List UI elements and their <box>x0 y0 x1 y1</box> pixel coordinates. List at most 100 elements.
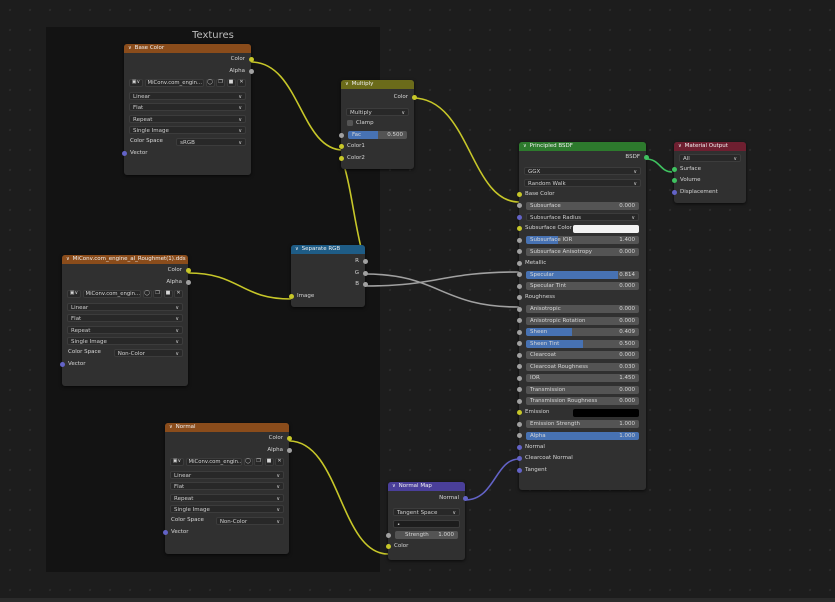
input-socket[interactable] <box>516 341 522 347</box>
extension-dropdown[interactable]: Repeat∨ <box>67 325 183 334</box>
collapse-chevron-icon[interactable]: ∨ <box>295 246 299 252</box>
interpolation-dropdown[interactable]: Linear∨ <box>67 302 183 311</box>
input-socket[interactable] <box>516 272 522 278</box>
input-socket[interactable] <box>671 189 677 195</box>
target-dropdown[interactable]: All∨ <box>679 153 741 162</box>
folder-icon[interactable]: ■ <box>264 457 274 466</box>
input-socket[interactable] <box>516 283 522 289</box>
input-socket[interactable] <box>671 178 677 184</box>
normal-texture-node[interactable]: ∨Normal Color Alpha ▣∨ MiConv.com_engin.… <box>162 423 292 554</box>
input-socket[interactable] <box>516 467 522 473</box>
input-socket[interactable] <box>162 529 168 535</box>
output-socket[interactable] <box>248 68 254 74</box>
input-socket[interactable] <box>516 191 522 197</box>
input-socket[interactable] <box>121 150 127 156</box>
normal-map-node[interactable]: ∨Normal Map Normal Tangent Space∨ • Stre… <box>385 482 468 560</box>
node-header[interactable]: ∨Normal <box>165 423 289 432</box>
projection-dropdown[interactable]: Flat∨ <box>129 103 246 111</box>
duplicate-icon[interactable]: ❐ <box>153 289 162 298</box>
output-socket[interactable] <box>286 447 292 453</box>
input-socket[interactable] <box>516 214 522 220</box>
subsurface-method-dropdown[interactable]: Random Walk∨ <box>524 178 641 187</box>
color-space-dropdown[interactable]: Non-Color∨ <box>113 348 183 357</box>
output-socket[interactable] <box>362 270 368 276</box>
fake-user-icon[interactable]: ◯ <box>142 289 152 298</box>
distribution-dropdown[interactable]: GGX∨ <box>524 167 641 175</box>
fake-user-icon[interactable]: ◯ <box>243 457 253 466</box>
input-socket[interactable] <box>338 155 344 161</box>
interpolation-dropdown[interactable]: Linear∨ <box>129 91 246 100</box>
subsurface-color-swatch[interactable] <box>573 224 639 233</box>
input-socket[interactable] <box>516 352 522 358</box>
collapse-chevron-icon[interactable]: ∨ <box>523 143 527 149</box>
collapse-chevron-icon[interactable]: ∨ <box>128 45 132 51</box>
close-icon[interactable]: ✕ <box>237 78 246 87</box>
separate-rgb-node[interactable]: ∨Separate RGB R G B Image <box>288 245 368 307</box>
collapse-chevron-icon[interactable]: ∨ <box>392 483 396 489</box>
color-space-dropdown[interactable]: Non-Color∨ <box>215 516 284 525</box>
input-socket[interactable] <box>671 166 677 172</box>
input-socket[interactable] <box>516 237 522 243</box>
output-socket[interactable] <box>248 57 254 63</box>
input-socket[interactable] <box>516 410 522 416</box>
input-socket[interactable] <box>516 444 522 450</box>
input-socket[interactable] <box>516 433 522 439</box>
node-header[interactable]: ∨Normal Map <box>388 482 465 491</box>
image-browse-icon[interactable]: ▣∨ <box>67 289 81 298</box>
output-socket[interactable] <box>462 496 468 502</box>
extension-dropdown[interactable]: Repeat∨ <box>170 493 284 502</box>
node-header[interactable]: ∨Material Output <box>674 142 746 151</box>
input-socket[interactable] <box>338 144 344 150</box>
projection-dropdown[interactable]: Flat∨ <box>170 482 284 490</box>
blend-mode-dropdown[interactable]: Multiply∨ <box>346 108 409 116</box>
clamp-checkbox[interactable] <box>347 119 353 126</box>
image-browse-icon[interactable]: ▣∨ <box>129 78 143 87</box>
interpolation-dropdown[interactable]: Linear∨ <box>170 470 284 479</box>
input-socket[interactable] <box>516 364 522 370</box>
close-icon[interactable]: ✕ <box>275 457 284 466</box>
uv-map-field[interactable]: • <box>393 519 460 528</box>
collapse-chevron-icon[interactable]: ∨ <box>345 81 349 87</box>
image-name-field[interactable]: MiConv.com_engin... <box>185 457 242 466</box>
collapse-chevron-icon[interactable]: ∨ <box>169 424 173 430</box>
output-socket[interactable] <box>411 95 417 101</box>
input-socket[interactable] <box>516 260 522 266</box>
color-space-dropdown[interactable]: sRGB∨ <box>176 137 246 146</box>
input-socket[interactable] <box>516 318 522 324</box>
input-socket[interactable] <box>516 203 522 209</box>
input-socket[interactable] <box>385 532 391 538</box>
input-socket[interactable] <box>288 293 294 299</box>
node-header[interactable]: ∨MiConv.com_engine_al_Roughmet(1).dds <box>62 255 188 264</box>
close-icon[interactable]: ✕ <box>174 289 183 298</box>
emission-color-swatch[interactable] <box>573 408 639 417</box>
node-header[interactable]: ∨Multiply <box>341 80 414 89</box>
input-socket[interactable] <box>516 421 522 427</box>
duplicate-icon[interactable]: ❐ <box>254 457 263 466</box>
folder-icon[interactable]: ■ <box>226 78 236 87</box>
output-socket[interactable] <box>643 155 649 161</box>
base-color-texture-node[interactable]: ∨Base Color Color Alpha ▣∨ MiConv.com_en… <box>121 44 254 175</box>
source-dropdown[interactable]: Single Image∨ <box>67 337 183 345</box>
input-socket[interactable] <box>516 249 522 255</box>
output-socket[interactable] <box>185 268 191 274</box>
roughness-texture-node[interactable]: ∨MiConv.com_engine_al_Roughmet(1).dds Co… <box>59 255 191 386</box>
principled-bsdf-node[interactable]: ∨Principled BSDF BSDF GGX∨ Random Walk∨ … <box>516 142 649 490</box>
image-browse-icon[interactable]: ▣∨ <box>170 457 184 466</box>
image-name-field[interactable]: MiConv.com_engin... <box>144 78 204 87</box>
collapse-chevron-icon[interactable]: ∨ <box>678 143 682 149</box>
source-dropdown[interactable]: Single Image∨ <box>129 126 246 134</box>
duplicate-icon[interactable]: ❐ <box>216 78 225 87</box>
